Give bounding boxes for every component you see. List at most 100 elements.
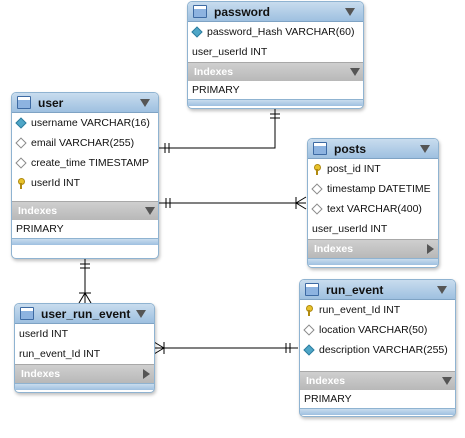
column-label: timestamp DATETIME (327, 183, 431, 195)
index-row[interactable]: PRIMARY (188, 81, 363, 99)
index-row[interactable]: PRIMARY (12, 220, 158, 238)
table-user-run-event[interactable]: user_run_event userId INT run_event_Id I… (14, 303, 155, 393)
collapse-triangle-icon[interactable] (437, 285, 447, 294)
column-label: text VARCHAR(400) (327, 203, 422, 215)
diamond-empty-icon (311, 203, 323, 215)
table-run-event[interactable]: run_event run_event_Id INT location VARC… (299, 279, 456, 417)
expand-triangle-icon[interactable] (143, 369, 150, 379)
table-icon (193, 5, 207, 18)
indexes-label: Indexes (18, 205, 58, 217)
indexes-section-header[interactable]: Indexes (15, 364, 154, 383)
indexes-label: Indexes (194, 66, 234, 78)
indexes-label: Indexes (21, 368, 61, 380)
column-label: run_event_Id INT (19, 348, 101, 360)
expand-triangle-icon[interactable] (427, 244, 434, 254)
table-user[interactable]: user username VARCHAR(16) email VARCHAR(… (11, 92, 159, 259)
table-posts[interactable]: posts post_id INT timestamp DATETIME tex… (307, 138, 439, 268)
column-label: create_time TIMESTAMP (31, 157, 150, 169)
collapse-triangle-icon[interactable] (350, 68, 360, 76)
many-marker (153, 347, 165, 355)
collapse-triangle-icon[interactable] (145, 207, 155, 215)
collapse-triangle-icon[interactable] (140, 98, 150, 107)
table-name: run_event (326, 282, 384, 297)
index-row[interactable]: PRIMARY (300, 390, 455, 408)
diamond-filled-icon (191, 26, 203, 38)
column-label: run_event_Id INT (319, 304, 401, 316)
table-icon (17, 96, 31, 109)
diamond-empty-icon (303, 324, 315, 336)
column-row[interactable]: post_id INT (308, 159, 438, 179)
column-label: user_userId INT (192, 46, 268, 58)
table-header[interactable]: password (188, 2, 363, 22)
column-label: userId INT (31, 177, 81, 189)
table-header[interactable]: user (12, 93, 158, 113)
index-label: PRIMARY (16, 223, 64, 235)
column-row[interactable]: create_time TIMESTAMP (12, 153, 158, 173)
index-label: PRIMARY (192, 84, 240, 96)
diamond-filled-icon (303, 344, 315, 356)
index-label: PRIMARY (304, 393, 352, 405)
column-label: user_userId INT (312, 223, 388, 235)
collapse-triangle-icon[interactable] (442, 377, 452, 385)
table-name: user (38, 95, 64, 110)
table-icon (313, 142, 327, 155)
column-row[interactable]: timestamp DATETIME (308, 179, 438, 199)
indexes-label: Indexes (314, 243, 354, 255)
column-label: description VARCHAR(255) (319, 344, 448, 356)
table-name: posts (334, 141, 367, 156)
table-footer-bar (308, 258, 438, 265)
column-label: location VARCHAR(50) (319, 324, 428, 336)
indexes-section-header[interactable]: Indexes (308, 239, 438, 258)
column-row[interactable]: userId INT (15, 324, 154, 344)
diamond-empty-icon (15, 157, 27, 169)
column-row[interactable]: description VARCHAR(255) (300, 340, 455, 360)
table-password[interactable]: password password_Hash VARCHAR(60) user_… (187, 1, 364, 109)
many-marker (295, 202, 307, 210)
indexes-section-header[interactable]: Indexes (12, 201, 158, 220)
relation-user-password (158, 108, 276, 149)
key-icon (304, 304, 314, 316)
key-icon (16, 177, 26, 189)
many-marker (295, 196, 307, 204)
table-name: password (214, 4, 271, 19)
column-row[interactable]: userId INT (12, 173, 158, 193)
column-row[interactable]: user_userId INT (188, 42, 363, 62)
column-label: password_Hash VARCHAR(60) (207, 26, 355, 38)
collapse-triangle-icon[interactable] (136, 309, 146, 318)
table-icon (20, 307, 34, 320)
column-row[interactable]: location VARCHAR(50) (300, 320, 455, 340)
diamond-empty-icon (311, 183, 323, 195)
column-label: email VARCHAR(255) (31, 137, 135, 149)
column-label: userId INT (19, 328, 69, 340)
column-row[interactable]: run_event_Id INT (300, 300, 455, 320)
diamond-empty-icon (15, 137, 27, 149)
indexes-label: Indexes (306, 375, 346, 387)
indexes-section-header[interactable]: Indexes (300, 371, 455, 390)
key-icon (312, 163, 322, 175)
table-footer-bar (15, 383, 154, 390)
column-label: username VARCHAR(16) (31, 117, 150, 129)
table-header[interactable]: user_run_event (15, 304, 154, 324)
column-row[interactable]: password_Hash VARCHAR(60) (188, 22, 363, 42)
table-name: user_run_event (41, 306, 131, 321)
column-row[interactable]: run_event_Id INT (15, 344, 154, 364)
table-footer-bar (12, 238, 158, 245)
table-header[interactable]: posts (308, 139, 438, 159)
column-row[interactable]: text VARCHAR(400) (308, 199, 438, 219)
collapse-triangle-icon[interactable] (420, 144, 430, 153)
column-row[interactable]: user_userId INT (308, 219, 438, 239)
table-icon (305, 283, 319, 296)
many-marker (84, 292, 92, 304)
many-marker (78, 292, 86, 304)
column-row[interactable]: username VARCHAR(16) (12, 113, 158, 133)
column-label: post_id INT (327, 163, 381, 175)
table-footer-bar (188, 99, 363, 106)
collapse-triangle-icon[interactable] (345, 7, 355, 16)
column-row[interactable]: email VARCHAR(255) (12, 133, 158, 153)
diamond-filled-icon (15, 117, 27, 129)
table-header[interactable]: run_event (300, 280, 455, 300)
table-footer-bar (300, 408, 455, 415)
indexes-section-header[interactable]: Indexes (188, 62, 363, 81)
many-marker (153, 341, 165, 349)
